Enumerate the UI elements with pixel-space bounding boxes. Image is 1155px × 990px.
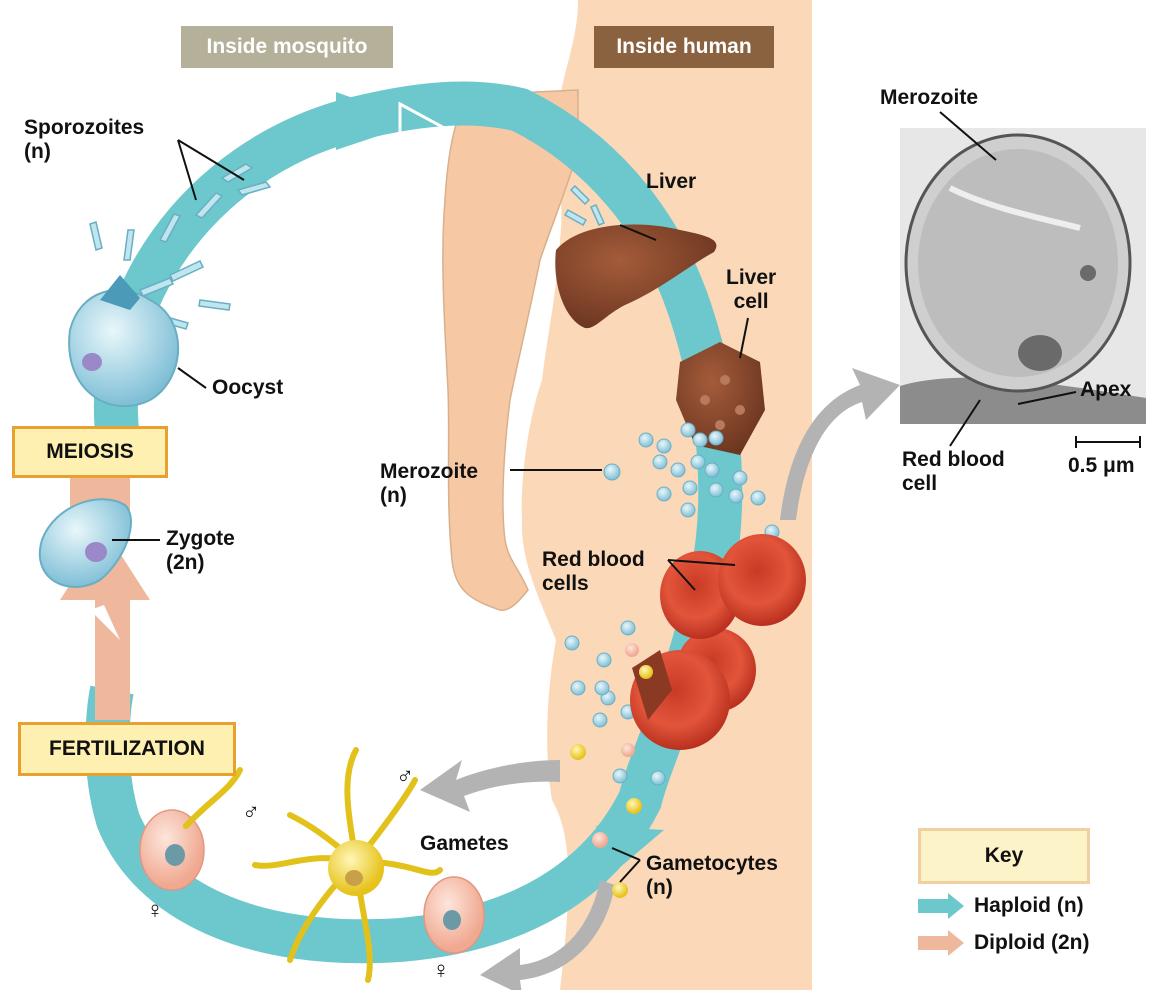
key-haploid: Haploid (n): [918, 893, 1084, 919]
key-haploid-label: Haploid (n): [974, 894, 1084, 918]
micro-scale-label: 0.5 μm: [1068, 454, 1135, 478]
key-diploid: Diploid (2n): [918, 930, 1089, 956]
haploid-arrow-icon: [918, 893, 966, 919]
key-diploid-label: Diploid (2n): [974, 931, 1089, 955]
diploid-arrow-icon: [918, 930, 966, 956]
key-title: Key: [918, 828, 1090, 884]
